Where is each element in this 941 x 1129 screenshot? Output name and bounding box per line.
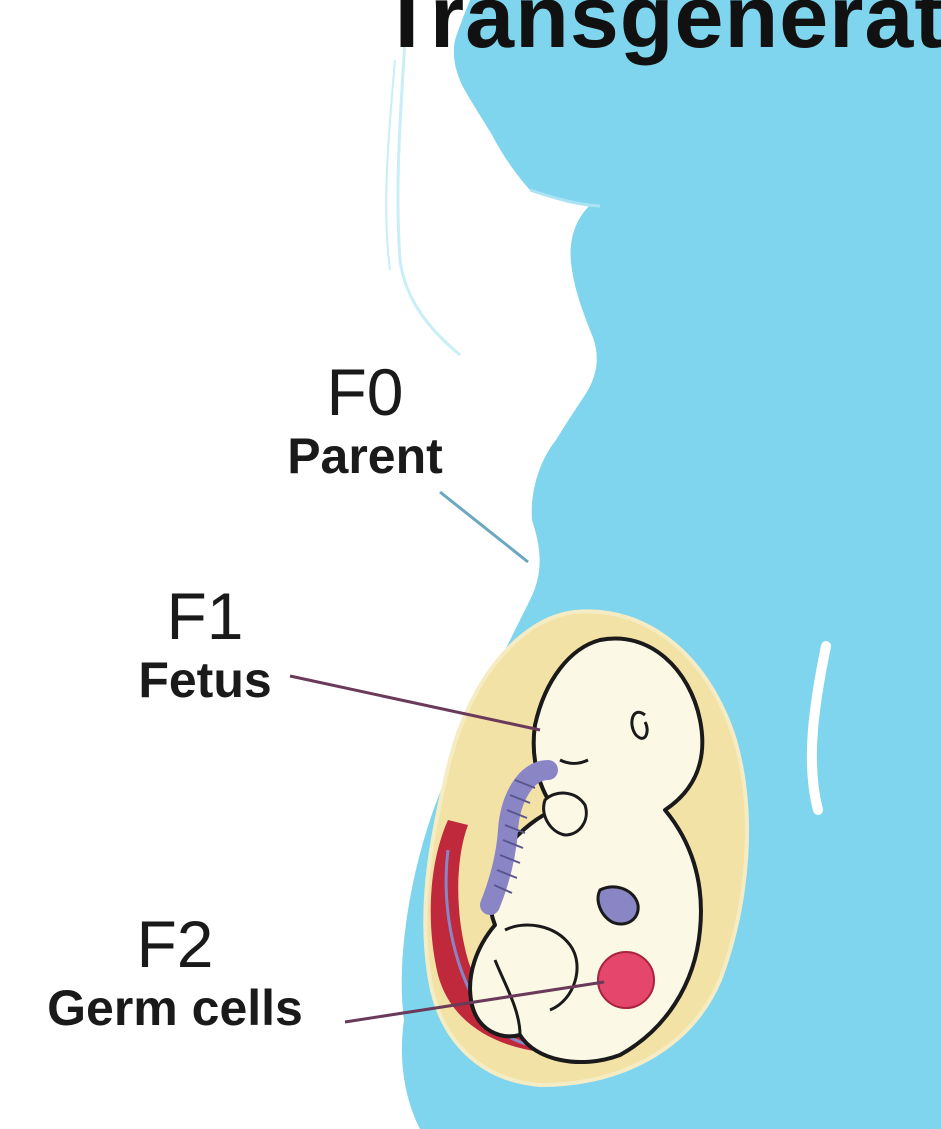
label-fetus-code: F1: [125, 580, 285, 652]
hair-line-2: [386, 60, 395, 270]
label-germ-cells: F2 Germ cells: [30, 908, 320, 1036]
germ-cells: [598, 952, 654, 1008]
label-parent: F0 Parent: [270, 356, 460, 484]
label-germ-cells-code: F2: [30, 908, 320, 980]
hair-line-1: [398, 40, 460, 355]
label-parent-code: F0: [270, 356, 460, 428]
label-germ-cells-name: Germ cells: [30, 980, 320, 1036]
label-fetus-name: Fetus: [125, 652, 285, 708]
label-fetus: F1 Fetus: [125, 580, 285, 708]
leader-line-f0: [440, 492, 528, 562]
diagram-title: Transgeneratio: [380, 0, 941, 68]
label-parent-name: Parent: [270, 428, 460, 484]
